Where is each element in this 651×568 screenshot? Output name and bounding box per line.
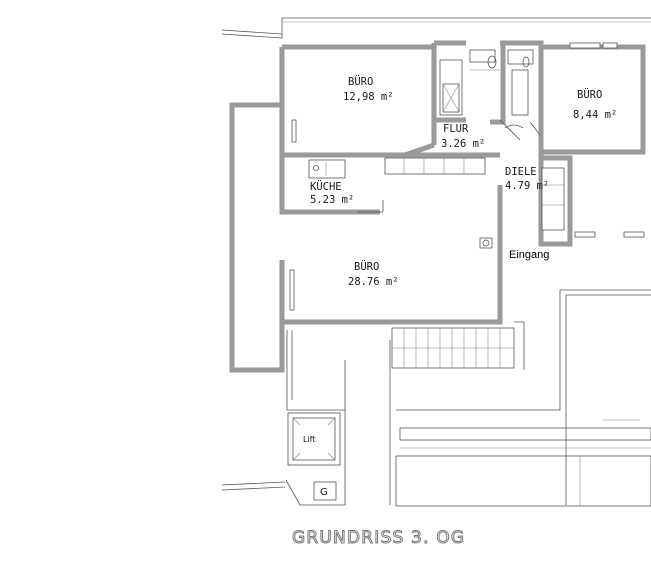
bathroom-fixtures bbox=[439, 49, 534, 116]
room-name-diele: DIELE bbox=[505, 166, 537, 178]
lift-label: Lift bbox=[303, 435, 316, 444]
room-name-buero-main: BÜRO bbox=[354, 260, 379, 273]
lower-structure bbox=[285, 289, 651, 507]
lift: Lift bbox=[287, 412, 341, 466]
room-area-kueche: 5.23 m² bbox=[310, 194, 354, 206]
entrance-label: Eingang bbox=[509, 249, 549, 261]
room-area-buero-nw: 12,98 m² bbox=[343, 91, 394, 103]
room-name-buero-ne: BÜRO bbox=[577, 88, 602, 101]
walls bbox=[229, 40, 646, 373]
outer-outline bbox=[221, 17, 651, 491]
room-name-kueche: KÜCHE bbox=[310, 180, 342, 193]
room-name-flur: FLUR bbox=[443, 123, 469, 135]
g-label: G bbox=[320, 487, 328, 498]
room-name-buero-nw: BÜRO bbox=[348, 75, 373, 88]
room-labels: BÜRO 12,98 m² BÜRO 8,44 m² FLUR 3.26 m² … bbox=[310, 75, 617, 288]
staircase bbox=[391, 321, 525, 370]
room-area-diele: 4.79 m² bbox=[505, 180, 549, 192]
room-area-buero-ne: 8,44 m² bbox=[573, 109, 617, 121]
doors-windows bbox=[289, 42, 645, 311]
room-area-flur: 3.26 m² bbox=[441, 138, 485, 150]
plan-title: GRUNDRISS 3. OG bbox=[292, 528, 465, 548]
room-area-buero-main: 28.76 m² bbox=[348, 276, 399, 288]
kitchen-units bbox=[308, 157, 565, 231]
g-symbol: G bbox=[313, 481, 337, 501]
